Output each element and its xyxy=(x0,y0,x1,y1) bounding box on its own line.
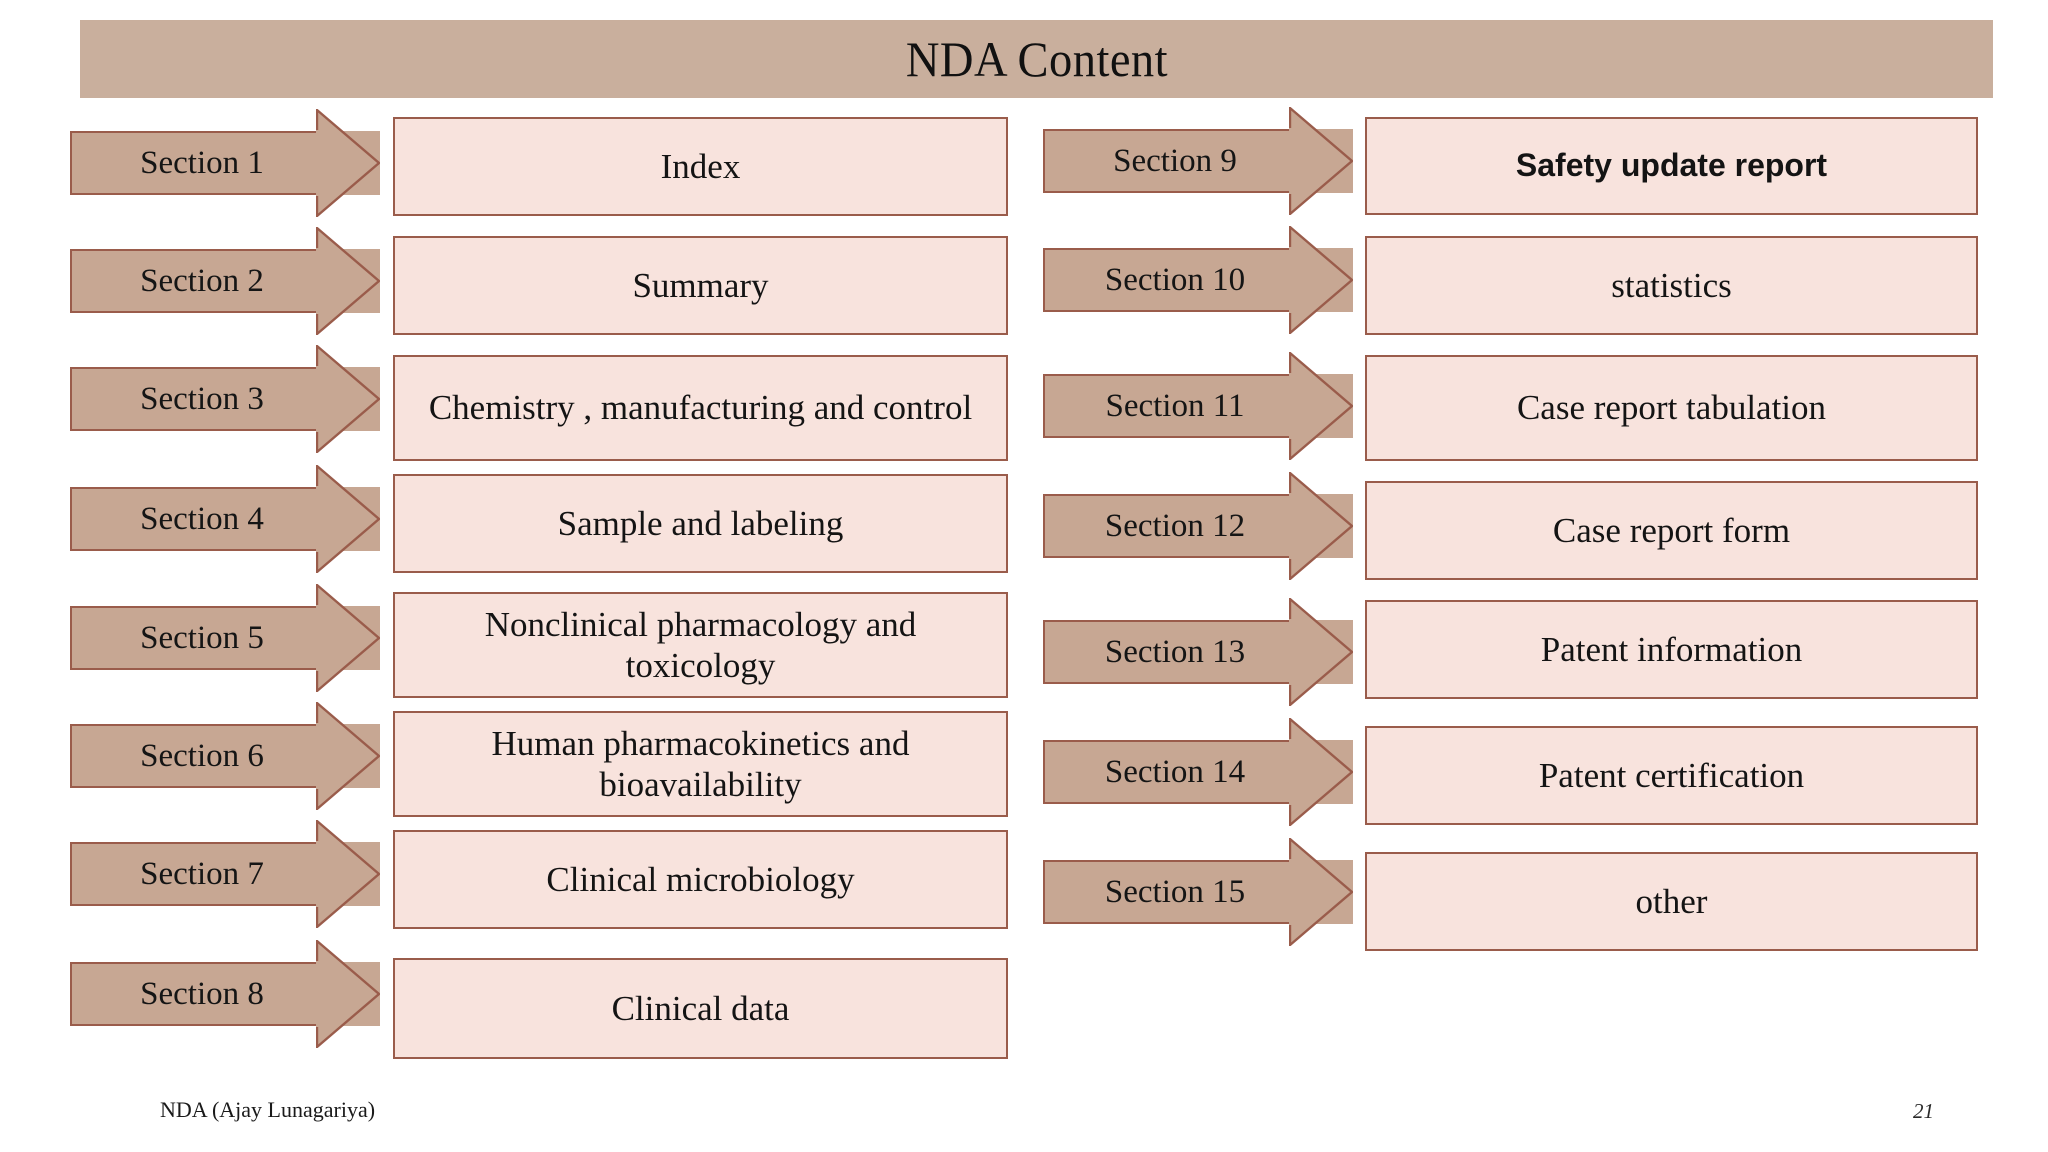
arrow-label-section-14: Section 14 xyxy=(1104,753,1246,790)
content-label-section-11: Case report tabulation xyxy=(1516,388,1827,428)
content-label-section-1: Index xyxy=(660,146,741,186)
arrow-head-icon xyxy=(1289,838,1353,946)
arrow-section-5[interactable]: Section 5 xyxy=(70,584,380,692)
arrow-label-section-6: Section 6 xyxy=(140,737,264,774)
arrow-body xyxy=(1043,248,1301,312)
arrow-section-1[interactable]: Section 1 xyxy=(70,109,380,217)
arrow-section-7[interactable]: Section 7 xyxy=(70,820,380,928)
arrow-body xyxy=(70,962,328,1026)
arrow-body xyxy=(70,842,328,906)
arrow-body xyxy=(1043,620,1301,684)
footer-note: NDA (Ajay Lunagariya) xyxy=(160,1097,376,1122)
content-box-section-1[interactable]: Index xyxy=(393,117,1008,216)
arrow-section-3[interactable]: Section 3 xyxy=(70,345,380,453)
arrow-head-icon xyxy=(316,584,380,692)
arrow-head-icon xyxy=(1289,718,1353,826)
arrow-section-14[interactable]: Section 14 xyxy=(1043,718,1353,826)
content-box-section-11[interactable]: Case report tabulation xyxy=(1365,355,1978,461)
content-label-section-8: Clinical data xyxy=(611,988,790,1028)
arrow-head-icon xyxy=(316,345,380,453)
content-label-section-4: Sample and labeling xyxy=(557,503,844,543)
arrow-section-8[interactable]: Section 8 xyxy=(70,940,380,1048)
content-box-section-4[interactable]: Sample and labeling xyxy=(393,474,1008,573)
content-label-section-10: statistics xyxy=(1611,265,1732,305)
arrow-head-icon xyxy=(1289,107,1353,215)
content-box-section-14[interactable]: Patent certification xyxy=(1365,726,1978,825)
content-box-section-15[interactable]: other xyxy=(1365,852,1978,951)
arrow-label-section-4: Section 4 xyxy=(140,500,264,537)
arrow-head-icon xyxy=(1289,352,1353,460)
arrow-body xyxy=(70,367,328,431)
content-box-section-5[interactable]: Nonclinical pharmacology and toxicology xyxy=(393,592,1008,698)
arrow-label-section-3: Section 3 xyxy=(140,380,264,417)
content-box-section-3[interactable]: Chemistry , manufacturing and control xyxy=(393,355,1008,461)
content-label-section-5: Nonclinical pharmacology and toxicology xyxy=(484,604,917,685)
content-label-section-13: Patent information xyxy=(1540,629,1803,669)
arrow-body xyxy=(1043,860,1301,924)
title-banner: NDA Content xyxy=(80,20,1993,98)
arrow-label-section-10: Section 10 xyxy=(1104,261,1246,298)
arrow-section-10[interactable]: Section 10 xyxy=(1043,226,1353,334)
content-box-section-7[interactable]: Clinical microbiology xyxy=(393,830,1008,929)
arrow-head-icon xyxy=(316,109,380,217)
content-box-section-2[interactable]: Summary xyxy=(393,236,1008,335)
arrow-section-13[interactable]: Section 13 xyxy=(1043,598,1353,706)
arrow-body xyxy=(1043,740,1301,804)
content-label-section-9: Safety update report xyxy=(1515,147,1828,184)
arrow-section-15[interactable]: Section 15 xyxy=(1043,838,1353,946)
content-box-section-8[interactable]: Clinical data xyxy=(393,958,1008,1059)
content-label-section-12: Case report form xyxy=(1552,510,1791,550)
content-box-section-9[interactable]: Safety update report xyxy=(1365,117,1978,215)
content-label-section-2: Summary xyxy=(632,265,769,305)
arrow-section-12[interactable]: Section 12 xyxy=(1043,472,1353,580)
arrow-section-4[interactable]: Section 4 xyxy=(70,465,380,573)
content-label-section-14: Patent certification xyxy=(1538,755,1805,795)
content-box-section-6[interactable]: Human pharmacokinetics and bioavailabili… xyxy=(393,711,1008,817)
content-box-section-12[interactable]: Case report form xyxy=(1365,481,1978,580)
arrow-body xyxy=(1043,374,1301,438)
arrow-label-section-12: Section 12 xyxy=(1104,507,1246,544)
content-label-section-7: Clinical microbiology xyxy=(546,859,855,899)
content-label-section-15: other xyxy=(1635,881,1708,921)
arrow-label-section-7: Section 7 xyxy=(140,855,264,892)
page-title: NDA Content xyxy=(905,31,1168,87)
arrow-section-2[interactable]: Section 2 xyxy=(70,227,380,335)
arrow-body xyxy=(70,487,328,551)
arrow-label-section-5: Section 5 xyxy=(140,619,264,656)
arrow-head-icon xyxy=(316,940,380,1048)
arrow-body xyxy=(1043,494,1301,558)
arrow-head-icon xyxy=(1289,472,1353,580)
arrow-section-9[interactable]: Section 9 xyxy=(1043,107,1353,215)
page-number: 21 xyxy=(1913,1099,1934,1123)
arrow-label-section-2: Section 2 xyxy=(140,262,264,299)
arrow-body xyxy=(70,131,328,195)
arrow-section-11[interactable]: Section 11 xyxy=(1043,352,1353,460)
content-box-section-13[interactable]: Patent information xyxy=(1365,600,1978,699)
arrow-label-section-15: Section 15 xyxy=(1104,873,1246,910)
arrow-body xyxy=(70,249,328,313)
content-label-section-3: Chemistry , manufacturing and control xyxy=(428,388,973,428)
arrow-label-section-13: Section 13 xyxy=(1104,633,1246,670)
arrow-head-icon xyxy=(316,465,380,573)
arrow-section-6[interactable]: Section 6 xyxy=(70,702,380,810)
arrow-body xyxy=(70,606,328,670)
arrow-label-section-11: Section 11 xyxy=(1105,387,1245,424)
content-box-section-10[interactable]: statistics xyxy=(1365,236,1978,335)
arrow-head-icon xyxy=(316,702,380,810)
arrow-head-icon xyxy=(1289,598,1353,706)
arrow-head-icon xyxy=(316,227,380,335)
arrow-body xyxy=(1043,129,1301,193)
arrow-label-section-9: Section 9 xyxy=(1113,142,1237,179)
arrow-label-section-8: Section 8 xyxy=(140,975,264,1012)
arrow-head-icon xyxy=(316,820,380,928)
arrow-head-icon xyxy=(1289,226,1353,334)
arrow-label-section-1: Section 1 xyxy=(140,144,264,181)
content-label-section-6: Human pharmacokinetics and bioavailabili… xyxy=(491,723,910,804)
arrow-body xyxy=(70,724,328,788)
